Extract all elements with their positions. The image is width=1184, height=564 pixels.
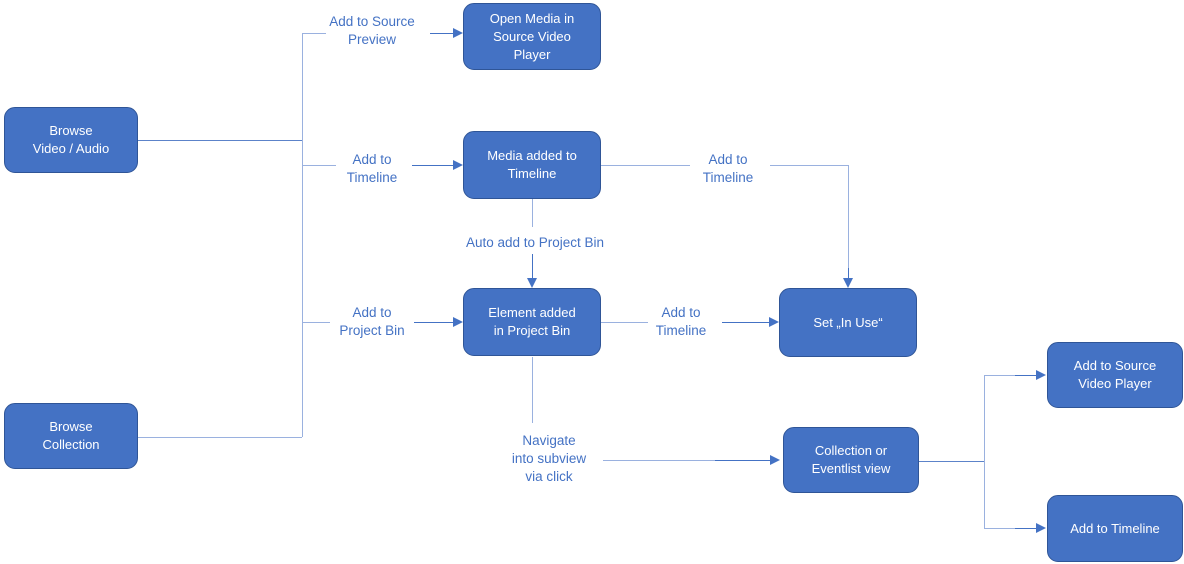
connector-navigate-h xyxy=(603,460,715,461)
connector-element-down xyxy=(532,357,533,423)
node-media-added-to-timeline: Media added to Timeline xyxy=(463,131,601,199)
connector-element-right xyxy=(601,322,648,323)
arrowhead-autoadd-icon xyxy=(527,278,537,288)
connector-arrow-set-in-use-top xyxy=(848,268,849,278)
connector-timeline-elbow-h xyxy=(770,165,848,166)
connector-left-spine xyxy=(302,33,303,437)
node-set-in-use: Set „In Use“ xyxy=(779,288,917,357)
node-element-added-in-project-bin: Element added in Project Bin xyxy=(463,288,601,356)
connector-media-right xyxy=(601,165,690,166)
edge-label-add-to-source-preview: Add to Source Preview xyxy=(329,14,415,47)
connector-arrow-open-media xyxy=(430,33,453,34)
arrowhead-set-in-use-top-icon xyxy=(843,278,853,288)
connector-collection-right xyxy=(919,461,984,462)
arrowhead-media-added-icon xyxy=(453,160,463,170)
node-add-to-timeline: Add to Timeline xyxy=(1047,495,1183,562)
connector-browse-video-to-spine xyxy=(138,140,302,141)
connector-arrow-autoadd xyxy=(532,254,533,278)
connector-right-spine xyxy=(984,375,985,528)
arrowhead-add-timeline-icon xyxy=(1036,523,1046,533)
connector-timeline-elbow-v xyxy=(848,165,849,268)
connector-arrow-add-source xyxy=(1015,375,1036,376)
arrowhead-collection-view-icon xyxy=(770,455,780,465)
arrowhead-set-in-use-icon xyxy=(769,317,779,327)
connector-media-to-autoadd xyxy=(532,199,533,227)
connector-timeline-branch xyxy=(302,165,336,166)
node-browse-collection: Browse Collection xyxy=(4,403,138,469)
node-open-media-in-source-video-player: Open Media in Source Video Player xyxy=(463,3,601,70)
connector-source-preview-branch xyxy=(302,33,326,34)
arrowhead-add-source-icon xyxy=(1036,370,1046,380)
edge-label-navigate-into-subview: Navigate into subview via click xyxy=(511,433,587,484)
connector-arrow-add-timeline xyxy=(1015,528,1036,529)
connector-projectbin-branch xyxy=(302,322,330,323)
connector-browse-collection-to-spine xyxy=(138,437,302,438)
edge-label-add-to-timeline-left: Add to Timeline xyxy=(346,152,398,185)
connector-arrow-collection-view xyxy=(715,460,770,461)
arrowhead-open-media-icon xyxy=(453,28,463,38)
node-add-to-source-video-player: Add to Source Video Player xyxy=(1047,342,1183,408)
edge-label-auto-add-to-project-bin: Auto add to Project Bin xyxy=(465,235,605,250)
node-browse-video-audio: Browse Video / Audio xyxy=(4,107,138,173)
connector-to-add-source-h xyxy=(984,375,1015,376)
node-collection-or-eventlist-view: Collection or Eventlist view xyxy=(783,427,919,493)
edge-label-add-to-timeline-top-right: Add to Timeline xyxy=(702,152,754,185)
arrowhead-element-added-icon xyxy=(453,317,463,327)
connector-arrow-media-added xyxy=(412,165,453,166)
connector-arrow-element-added xyxy=(414,322,453,323)
edge-label-add-to-timeline-mid: Add to Timeline xyxy=(655,305,707,338)
edge-label-add-to-project-bin: Add to Project Bin xyxy=(339,305,405,338)
connector-arrow-set-in-use xyxy=(722,322,769,323)
connector-to-add-timeline-h xyxy=(984,528,1015,529)
